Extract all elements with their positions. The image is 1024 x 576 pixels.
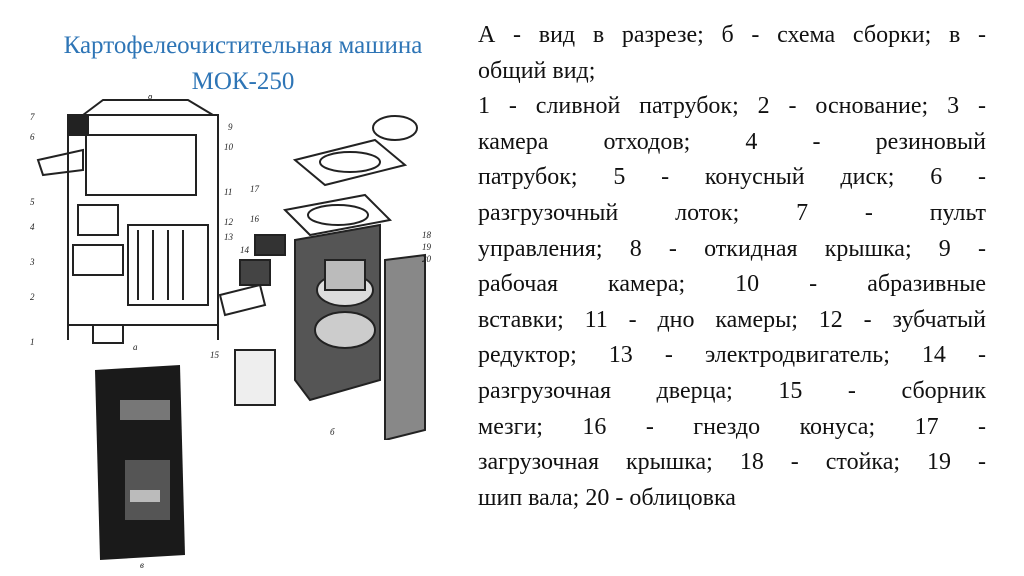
svg-text:17: 17 <box>250 184 260 194</box>
figure-label-v: в <box>140 560 144 570</box>
svg-text:4: 4 <box>30 222 35 232</box>
svg-text:5: 5 <box>30 197 35 207</box>
description-line: рабочая камера; 10 - абразивные <box>478 271 986 298</box>
svg-text:18: 18 <box>422 230 432 240</box>
description-line: разгрузочная дверца; 15 - сборник <box>478 377 986 404</box>
svg-text:12: 12 <box>224 217 234 227</box>
figure-label-b: б <box>330 427 335 437</box>
description-line: управления; 8 - откидная крышка; 9 - <box>478 235 986 262</box>
description-line: загрузочная крышка; 18 - стойка; 19 - <box>478 449 986 476</box>
svg-text:8: 8 <box>148 95 153 101</box>
svg-text:16: 16 <box>250 214 260 224</box>
figure-cross-section: 7 6 5 4 3 2 1 8 9 10 11 12 13 а <box>29 95 234 352</box>
svg-text:7: 7 <box>30 112 35 122</box>
svg-text:15: 15 <box>210 350 220 360</box>
legend-description: А - вид в разрезе; б - схема сборки; в -… <box>478 18 986 516</box>
description-line: вставки; 11 - дно камеры; 12 - зубчатый <box>478 306 986 333</box>
svg-text:3: 3 <box>29 257 35 267</box>
slide-title: Картофелеочистительная машина МОК-250 <box>18 28 468 100</box>
svg-text:11: 11 <box>224 187 232 197</box>
svg-text:20: 20 <box>422 254 432 264</box>
svg-text:13: 13 <box>224 232 234 242</box>
description-line: разгрузочный лоток; 7 - пульт <box>478 199 986 226</box>
svg-text:2: 2 <box>30 292 35 302</box>
figure-label-a: а <box>133 342 138 352</box>
description-line: 1 - сливной патрубок; 2 - основание; 3 - <box>478 93 986 120</box>
description-line: шип вала; 20 - облицовка <box>478 484 736 511</box>
description-line: А - вид в разрезе; б - схема сборки; в - <box>478 22 986 48</box>
svg-text:19: 19 <box>422 242 432 252</box>
svg-text:10: 10 <box>224 142 234 152</box>
figure-general-view: в <box>95 365 185 570</box>
svg-text:9: 9 <box>228 122 233 132</box>
description-line: мезги; 16 - гнездо конуса; 17 - <box>478 413 986 440</box>
title-line-1: Картофелеочистительная машина <box>63 32 423 59</box>
description-line: патрубок; 5 - конусный диск; 6 - <box>478 164 986 191</box>
description-line: редуктор; 13 - электродвигатель; 14 - <box>478 342 986 369</box>
svg-text:6: 6 <box>30 132 35 142</box>
description-line: общий вид; <box>478 57 596 84</box>
title-line-2: МОК-250 <box>191 68 295 95</box>
description-line: камера отходов; 4 - резиновый <box>478 128 986 155</box>
svg-text:1: 1 <box>30 337 35 347</box>
figure-assembly: 17 16 14 15 18 19 20 б <box>210 115 432 440</box>
svg-text:14: 14 <box>240 245 250 255</box>
